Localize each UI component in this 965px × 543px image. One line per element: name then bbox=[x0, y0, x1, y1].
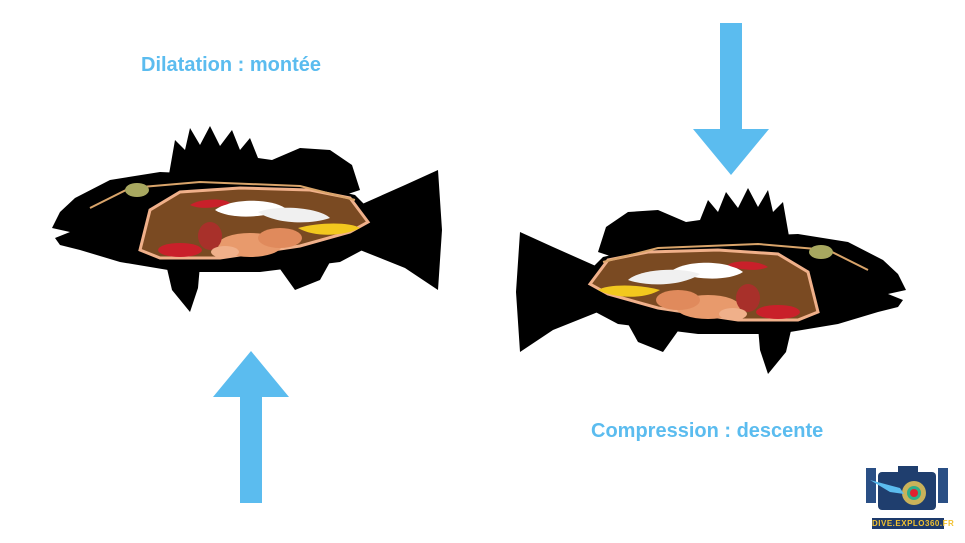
fish-compressed bbox=[514, 186, 908, 376]
descent-label: Compression : descente bbox=[591, 420, 824, 442]
fish-dilated bbox=[50, 124, 444, 314]
ascent-label: Dilatation : montée bbox=[141, 54, 322, 76]
camera-housing-icon bbox=[866, 466, 948, 510]
arrow-up-icon bbox=[213, 351, 289, 503]
site-logo: DIVE.EXPLO360.FR bbox=[860, 460, 955, 538]
logo-text: DIVE.EXPLO360.FR bbox=[872, 518, 955, 529]
arrow-down-icon bbox=[693, 23, 769, 175]
